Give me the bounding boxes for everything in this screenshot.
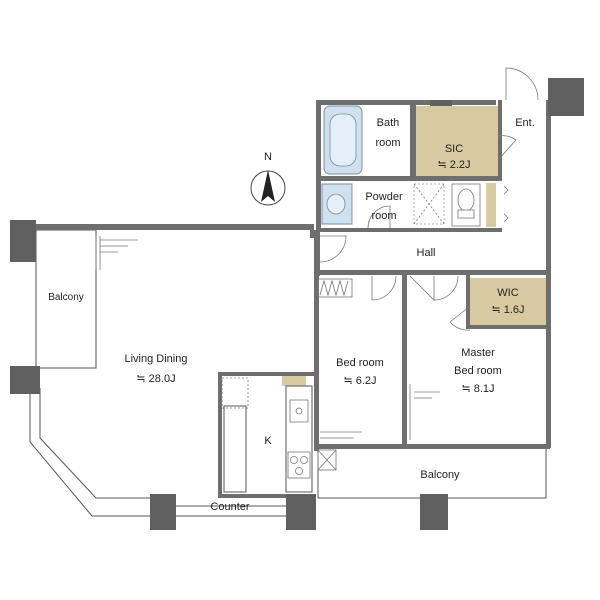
living-dining-label-2: ≒ 28.0J	[136, 373, 175, 385]
sic-label-2: ≒ 2.2J	[437, 159, 470, 171]
bedroom-label-1: Bed room	[336, 357, 384, 369]
balcony-left-label: Balcony	[48, 292, 84, 303]
powder-room-label-2: room	[371, 210, 396, 222]
entry-shoe-closet	[486, 183, 496, 227]
bath-room-label-1: Bath	[377, 117, 400, 129]
storage-box-icon	[317, 449, 337, 471]
entrance-label: Ent.	[515, 117, 535, 129]
sic-label-1: SIC	[445, 143, 463, 155]
sink-icon	[289, 399, 309, 423]
wic-closet	[470, 278, 546, 325]
hall-label: Hall	[417, 247, 436, 259]
compass-icon: N	[250, 151, 286, 206]
walls	[14, 100, 551, 498]
master-label-3: ≒ 8.1J	[461, 383, 494, 395]
master-label-2: Bed room	[454, 365, 502, 377]
wic-label-2: ≒ 1.6J	[491, 304, 524, 316]
balcony-bottom-label: Balcony	[420, 469, 460, 481]
bedroom-closet-icon	[317, 278, 353, 298]
living-dining-label-1: Living Dining	[125, 353, 188, 365]
doors	[95, 67, 539, 440]
powder-room-label-1: Powder	[365, 191, 403, 203]
toilet-icon	[451, 183, 481, 227]
kitchen-counter	[221, 377, 313, 493]
bathtub-icon	[323, 105, 363, 175]
counter-label: Counter	[210, 501, 249, 513]
stove-icon	[287, 451, 311, 479]
bath-room-label-2: room	[375, 137, 400, 149]
kitchen-label: K	[264, 435, 272, 447]
bedroom-label-2: ≒ 6.2J	[343, 375, 376, 387]
living-outline	[29, 388, 286, 517]
wic-label-1: WIC	[497, 287, 518, 299]
washer-pan-icon	[413, 183, 445, 225]
washbasin-icon	[321, 183, 353, 225]
master-label-1: Master	[461, 347, 495, 359]
pillars	[10, 78, 584, 530]
kitchen-shelf	[282, 376, 306, 386]
sic-closet	[416, 106, 498, 176]
compass-north-label: N	[264, 151, 272, 163]
